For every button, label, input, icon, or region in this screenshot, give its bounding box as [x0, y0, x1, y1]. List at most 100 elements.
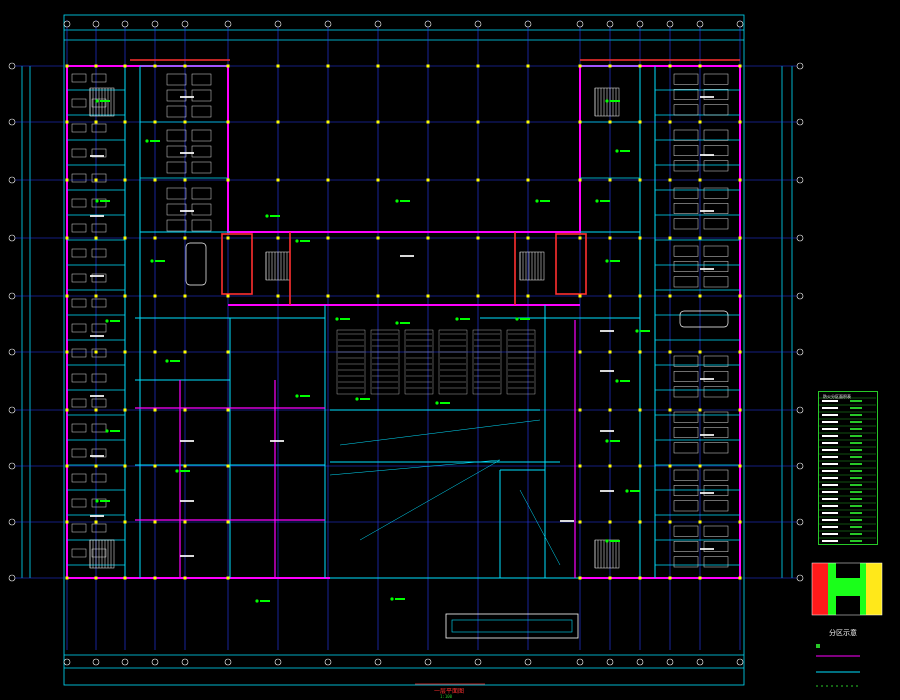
- column: [638, 408, 642, 412]
- column: [94, 576, 98, 580]
- axis-bubble: [151, 658, 159, 666]
- annotation-dot: [105, 319, 109, 323]
- column: [153, 178, 157, 182]
- legend-text: [822, 463, 838, 465]
- legend-text: [822, 407, 838, 409]
- desk: [91, 398, 107, 408]
- column: [668, 576, 672, 580]
- room-label: [180, 96, 194, 98]
- room-label: [90, 155, 104, 157]
- seat-block: [404, 329, 434, 395]
- column: [578, 464, 582, 468]
- legend-value: [850, 400, 862, 402]
- column: [326, 64, 330, 68]
- annotation-tag: [100, 200, 110, 202]
- room-label: [180, 555, 194, 557]
- column: [65, 294, 69, 298]
- column: [94, 408, 98, 412]
- axis-bubble: [8, 518, 16, 526]
- column: [668, 464, 672, 468]
- room-label: [90, 395, 104, 397]
- axis-bubble: [474, 658, 482, 666]
- room-label: [600, 370, 614, 372]
- desk: [71, 73, 87, 83]
- fire-compartment-lines: [130, 59, 740, 305]
- room-label: [700, 96, 714, 98]
- column: [638, 178, 642, 182]
- axis-bubble: [796, 292, 804, 300]
- desk: [673, 355, 699, 367]
- column: [153, 576, 157, 580]
- column: [476, 64, 480, 68]
- desk: [703, 104, 729, 116]
- legend-text: [822, 442, 838, 444]
- column: [426, 64, 430, 68]
- desk: [191, 187, 212, 200]
- annotation-tag: [100, 100, 110, 102]
- axis-bubble: [796, 348, 804, 356]
- column: [65, 408, 69, 412]
- desk: [703, 129, 729, 141]
- column: [578, 520, 582, 524]
- legend-table: [818, 397, 876, 542]
- axis-bubble: [666, 20, 674, 28]
- room-grid-magenta: [135, 320, 576, 578]
- column: [376, 178, 380, 182]
- legend-text: [822, 470, 838, 472]
- desk: [673, 371, 699, 382]
- annotation-tag: [400, 200, 410, 202]
- column: [638, 294, 642, 298]
- legend-value: [850, 526, 862, 528]
- desk: [673, 245, 699, 257]
- column: [526, 236, 530, 240]
- legend-value: [850, 442, 862, 444]
- column: [123, 294, 127, 298]
- plan-scale: 1:100: [440, 694, 453, 699]
- legend-text: [822, 449, 838, 451]
- column: [153, 120, 157, 124]
- column: [376, 294, 380, 298]
- legend-text: [822, 414, 838, 416]
- annotation-tag: [110, 320, 120, 322]
- axis-bubble: [606, 658, 614, 666]
- axis-bubble: [8, 574, 16, 582]
- desk: [673, 203, 699, 214]
- column: [276, 120, 280, 124]
- annotation-dot: [355, 397, 359, 401]
- annotation-dot: [145, 139, 149, 143]
- column: [65, 576, 69, 580]
- desk: [71, 548, 87, 558]
- column: [226, 350, 230, 354]
- desk: [91, 473, 107, 483]
- annotation-tag: [630, 490, 640, 492]
- column: [578, 576, 582, 580]
- legend-value: [850, 477, 862, 479]
- column: [668, 520, 672, 524]
- legend-value: [850, 463, 862, 465]
- column: [668, 350, 672, 354]
- column: [738, 576, 742, 580]
- legend-title: 防火分区面积表: [823, 394, 851, 399]
- column: [608, 576, 612, 580]
- column: [698, 576, 702, 580]
- room-label: [600, 330, 614, 332]
- key-plan-legend: [816, 644, 860, 687]
- axis-bubble: [374, 20, 382, 28]
- area-legend: [818, 391, 878, 545]
- auditorium-seating: [336, 329, 536, 395]
- column: [698, 350, 702, 354]
- seat-block: [336, 329, 366, 395]
- column: [65, 464, 69, 468]
- conference-tables: [185, 242, 729, 328]
- legend-text: [822, 512, 838, 514]
- column: [668, 294, 672, 298]
- column: [476, 236, 480, 240]
- column: [738, 294, 742, 298]
- annotation-dot: [95, 499, 99, 503]
- legend-text: [822, 498, 838, 500]
- column: [578, 350, 582, 354]
- column: [276, 178, 280, 182]
- legend-text: [822, 428, 838, 430]
- annotation-tag: [610, 260, 620, 262]
- column: [65, 178, 69, 182]
